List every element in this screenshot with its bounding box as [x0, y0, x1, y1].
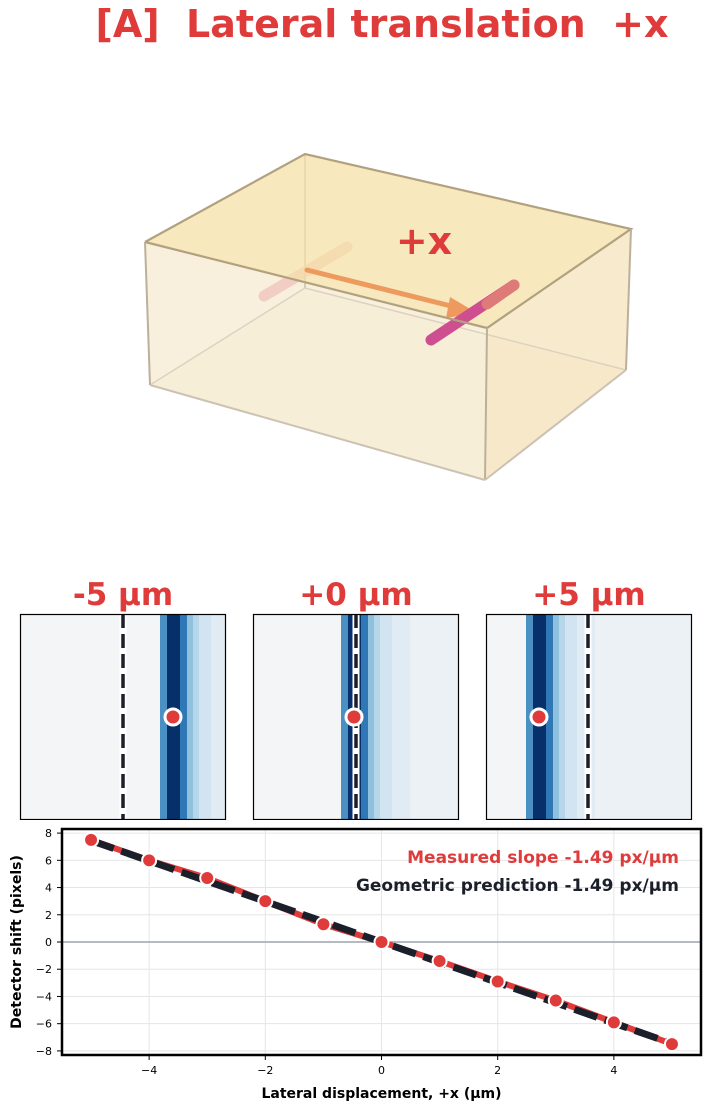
panel-frame [19, 613, 227, 820]
box-edge [484, 369, 627, 481]
panel-label-plus5: +5 µm [532, 577, 646, 613]
panel-frame [485, 613, 693, 820]
box-illustration: +x [144, 152, 634, 481]
beam-profile-band [595, 614, 692, 820]
box-edge [144, 241, 151, 386]
box-edge [484, 327, 488, 481]
panel-label-zero: +0 µm [299, 577, 413, 613]
beam-profile-band [410, 614, 459, 820]
x-tick-label: −4 [141, 1064, 157, 1077]
beam-profile-band [193, 614, 199, 820]
y-tick-label: 2 [45, 909, 52, 922]
x-axis-label: Lateral displacement, +x (µm) [261, 1086, 501, 1102]
box-left-face [145, 242, 487, 480]
beam-centroid-marker [163, 707, 183, 727]
beam-profile-band [368, 614, 374, 820]
y-tick-label: 8 [45, 827, 52, 840]
box-hidden-edge [149, 287, 306, 386]
data-point [663, 1036, 680, 1053]
data-point [605, 1014, 622, 1031]
box-right-face [485, 229, 631, 480]
panel-frame [252, 613, 460, 820]
box-axis-label: +x [396, 219, 452, 263]
data-point [83, 831, 100, 848]
measured-slope-text: Measured slope -1.49 px/µm [407, 848, 679, 868]
beam-centroid-marker [529, 707, 549, 727]
beam-profile-band [559, 614, 565, 820]
beam-centroid-marker [344, 707, 364, 727]
translation-arrow [304, 267, 458, 310]
beam-profile-band [565, 614, 577, 820]
beam-profile-band [361, 614, 368, 820]
beam-profile-band [380, 614, 392, 820]
detector-panel [252, 613, 460, 820]
detector-panels [19, 613, 693, 820]
x-tick-label: 4 [610, 1064, 617, 1077]
geometric-prediction-text: Geometric prediction -1.49 px/µm [356, 876, 679, 896]
x-tick-label: 2 [494, 1064, 501, 1077]
beam-profile-band [211, 614, 226, 820]
y-axis-label: Detector shift (pixels) [9, 855, 25, 1029]
data-point [431, 953, 448, 970]
y-tick-label: 4 [45, 882, 52, 895]
data-point [141, 852, 158, 869]
y-tick-label: 0 [45, 936, 52, 949]
data-point [257, 893, 274, 910]
detector-panel [19, 613, 227, 820]
beam-profile-band [553, 614, 559, 820]
beam-profile-band [187, 614, 193, 820]
box-edge [625, 228, 632, 371]
beam-profile-band [546, 614, 553, 820]
beam-profile-band [392, 614, 410, 820]
x-tick-label: −2 [257, 1064, 273, 1077]
y-tick-label: −4 [36, 990, 52, 1003]
beam-profile-band [374, 614, 380, 820]
data-point [315, 916, 332, 933]
beam-profile-band [180, 614, 187, 820]
data-point [489, 973, 506, 990]
y-tick-label: −6 [36, 1018, 52, 1031]
box-hidden-edge [304, 287, 627, 371]
figure-title: [A] Lateral translation +x [95, 2, 669, 46]
box-edge [149, 384, 486, 481]
data-point [373, 934, 390, 950]
x-tick-label: 0 [378, 1064, 385, 1077]
panel-label-minus5: -5 µm [72, 577, 174, 613]
beam-profile-band [199, 614, 211, 820]
data-point [547, 992, 564, 1009]
y-tick-label: −2 [36, 963, 52, 976]
y-tick-label: −8 [36, 1045, 52, 1058]
beam-current-upper [481, 279, 520, 310]
y-tick-label: 6 [45, 854, 52, 867]
data-point [199, 870, 216, 887]
detector-panel [485, 613, 693, 820]
